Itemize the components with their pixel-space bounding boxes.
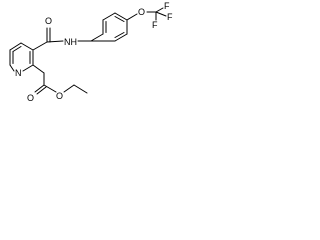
trifluoromethoxy-group [126, 7, 167, 21]
ethyl-ester-chain [32, 64, 88, 95]
bond [114, 16, 125, 22]
bond [9, 42, 22, 51]
fluorine-label: F [152, 20, 158, 30]
bond [9, 64, 15, 72]
bond [32, 41, 48, 51]
bond [102, 12, 116, 21]
fluorine-label: F [164, 1, 170, 11]
phenyl-ring [90, 12, 128, 42]
bond [12, 46, 22, 52]
ester-carbonyl-oxygen-label: O [27, 93, 34, 103]
ether-oxygen-label: O [138, 7, 145, 17]
bond [73, 84, 88, 94]
fluorine-label: F [167, 12, 173, 22]
bond [114, 32, 125, 38]
bond [114, 33, 128, 42]
bond [32, 64, 45, 74]
pyridine-ring [9, 42, 34, 72]
bond [126, 13, 138, 21]
bond [46, 40, 64, 43]
bond [90, 33, 104, 42]
amide-nh-label: NH [64, 37, 77, 47]
amide-oxygen-label: O [45, 16, 52, 26]
bond [114, 12, 128, 21]
chemical-structure: N O NH O F F F [9, 1, 173, 103]
bond [43, 84, 57, 93]
bond [155, 7, 164, 13]
bond [22, 64, 34, 72]
ring-nitrogen-label: N [15, 68, 22, 78]
amide-group [32, 27, 92, 51]
bond [155, 11, 167, 17]
bond [36, 86, 47, 95]
bond [34, 84, 45, 93]
ester-oxygen-label: O [56, 91, 63, 101]
bond [20, 42, 34, 51]
bond [63, 84, 75, 93]
